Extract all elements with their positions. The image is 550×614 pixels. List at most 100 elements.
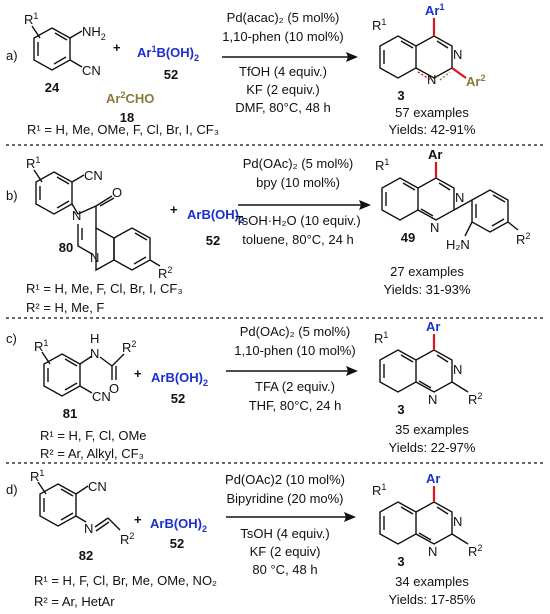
yield-range: Yields: 31-93% [384, 282, 471, 297]
panel-b-starting-material: R1 CN O N N R2 80 [26, 155, 172, 281]
sm-o: O [109, 381, 119, 396]
panel-a-aminobenzonitrile: R1 NH2 CN 24 [24, 11, 106, 95]
product-ar: Ar [428, 147, 442, 162]
panel-b-label: b) [6, 188, 18, 203]
compound-number-52: 52 [171, 391, 185, 406]
benzene-ring [33, 27, 71, 71]
product-n1: N [427, 72, 436, 87]
product-ar: Ar [426, 471, 440, 486]
compound-number-80: 80 [59, 240, 73, 255]
compound-number-52: 52 [164, 67, 178, 82]
product-n3: N [453, 514, 462, 529]
sm-r2: R2 [120, 531, 134, 547]
compound-number-18: 18 [120, 110, 134, 125]
product-ar1: Ar1 [425, 2, 444, 18]
product-r2: R2 [516, 231, 530, 247]
product-r1: R1 [372, 17, 386, 33]
examples-count: 27 examples [390, 264, 464, 279]
sm-cn: CN [92, 389, 111, 404]
new-c-ar2-bond [451, 67, 467, 79]
substituents-r1: R¹ = H, Me, F, Cl, Br, I, CF₃ [26, 281, 183, 296]
nh2-label: NH2 [82, 24, 106, 42]
cond-catalyst: Pd(OAc)2 (10 mol%) [225, 472, 345, 487]
cond-ligand: Bipyridine (20 mo%) [226, 491, 343, 506]
plus-sign: + [113, 40, 121, 55]
compound-number-3: 3 [397, 402, 404, 417]
compound-number-81: 81 [63, 406, 77, 421]
panel-b: b) R1 CN O N N R2 8 [6, 147, 530, 315]
aryl-ring [39, 483, 77, 527]
sm-r1: R1 [26, 155, 40, 171]
cond-acid: TsOH (4 equiv.) [240, 526, 329, 541]
cond-ligand: 1,10-phen (10 mol%) [234, 343, 355, 358]
sm-r1: R1 [34, 338, 48, 354]
panel-a-label: a) [6, 48, 18, 63]
panel-b-product: R1 Ar N N H₂N R2 49 [375, 147, 530, 252]
cond-catalyst: Pd(OAc)₂ (5 mol%) [243, 156, 354, 171]
panel-c: c) R1 H N O R2 CN 81 + ArB(OH)2 52 Pd(OA… [6, 319, 482, 461]
sm-n: N [90, 346, 99, 361]
compound-number-3: 3 [397, 554, 404, 569]
arylboronic-acid: ArB(OH)2 [150, 516, 207, 534]
product-n1: N [428, 544, 437, 559]
cond-acid: TFA (2 equiv.) [255, 379, 335, 394]
cond-ligand: bpy (10 mol%) [256, 175, 340, 190]
product-r1: R1 [374, 330, 388, 346]
yield-range: Yields: 22-97% [389, 440, 476, 455]
product-n3: N [455, 190, 464, 205]
cond-additive: KF (2 equiv) [250, 544, 321, 559]
product-benzo-ring [379, 349, 417, 393]
plus-sign: + [134, 366, 142, 381]
quinazolinone-benzo [113, 227, 151, 271]
cond-additive: KF (2 equiv.) [246, 82, 319, 97]
cond-temp-time: 80 °C, 48 h [252, 562, 317, 577]
panel-a: a) R1 NH2 CN 24 + Ar1B(OH)2 52 Ar2CHO 18… [6, 2, 485, 137]
product-n3: N [453, 47, 462, 62]
substituents-r1: R¹ = H, F, Cl, Br, Me, OMe, NO₂ [34, 573, 217, 588]
compound-number-3: 3 [397, 88, 404, 103]
aryl-ring [43, 353, 81, 397]
compound-number-52: 52 [170, 536, 184, 551]
plus-sign: + [134, 512, 142, 527]
product-benzo-ring [381, 177, 419, 221]
product-benzo-ring [379, 35, 417, 79]
arylboronic-acid: ArB(OH)2 [187, 207, 244, 225]
product-benzo-ring [379, 501, 417, 545]
product-n1: N [430, 220, 439, 235]
arrow-head [359, 200, 371, 210]
yield-range: Yields: 17-85% [389, 592, 476, 607]
panel-d-label: d) [6, 482, 18, 497]
aniline-ring [471, 189, 509, 233]
product-r2: R2 [468, 543, 482, 559]
compound-number-82: 82 [79, 548, 93, 563]
product-r2: R2 [468, 391, 482, 407]
panel-c-label: c) [6, 331, 17, 346]
sm-r2: R2 [158, 265, 172, 281]
cond-catalyst: Pd(acac)₂ (5 mol%) [227, 10, 340, 25]
product-r1: R1 [375, 157, 389, 173]
product-n1: N [428, 392, 437, 407]
compound-number-49: 49 [401, 230, 415, 245]
sm-n1: N [90, 250, 99, 265]
substituents-r2: R² = H, Me, F [26, 300, 104, 315]
r1-label: R1 [24, 11, 38, 27]
aryl-ring [35, 171, 73, 215]
new-c-n-bond [417, 71, 432, 81]
panel-c-starting-material: R1 H N O R2 CN 81 [34, 331, 136, 421]
yield-range: Yields: 42-91% [389, 122, 476, 137]
cond-solvent-temp: toluene, 80°C, 24 h [242, 232, 353, 247]
arrow-head [346, 52, 358, 62]
cond-ligand: 1,10-phen (10 mol%) [222, 29, 343, 44]
sm-cn: CN [88, 479, 107, 494]
panel-d-starting-material: R1 CN N R2 82 [30, 468, 134, 563]
panel-d: d) R1 CN N R2 82 + ArB(OH)2 52 Pd(OAc)2 … [6, 468, 482, 609]
product-ar: Ar [426, 319, 440, 334]
arylboronic-acid: ArB(OH)2 [151, 370, 208, 388]
cond-acid: TsOH·H₂O (10 equiv.) [235, 213, 360, 228]
arrow-head [344, 512, 356, 522]
cond-catalyst: Pd(OAc)₂ (5 mol%) [240, 324, 351, 339]
cn-label: CN [82, 63, 101, 78]
cond-solvent-temp: THF, 80°C, 24 h [249, 398, 342, 413]
